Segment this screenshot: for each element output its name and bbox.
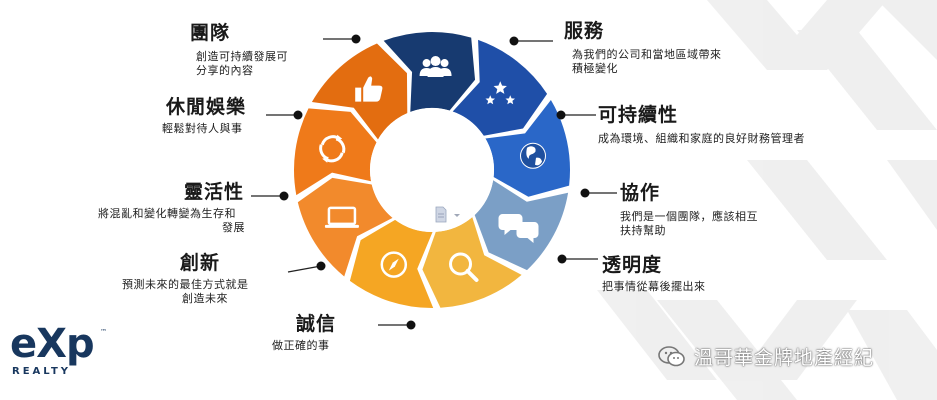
label-fun-title: 休閒娛樂 (166, 96, 247, 118)
background-x-pattern (597, 0, 937, 400)
segment-transparency (422, 217, 522, 308)
label-collaboration-desc-2: 扶持幫助 (620, 224, 666, 237)
compass-icon (380, 251, 408, 278)
label-sustainability: 可持續性 成為環境、組織和家庭的良好財務管理者 (598, 104, 868, 146)
globe-icon (520, 142, 547, 169)
chat-bubbles-icon (498, 214, 539, 244)
label-agility-title: 靈活性 (184, 181, 245, 203)
leader-service (509, 36, 553, 46)
wheel-center (370, 108, 494, 232)
label-sustainability-title: 可持續性 (598, 104, 679, 126)
wheel-icons (319, 56, 547, 283)
label-agility-desc-1: 將混亂和變化轉變為生存和 (98, 207, 236, 220)
segment-agility (293, 108, 377, 196)
label-agility-desc-2: 發展 (222, 221, 245, 234)
leader-agility (251, 191, 289, 201)
watermark-text: 溫哥華金牌地產經紀 (694, 347, 875, 369)
label-transparency-title: 透明度 (602, 254, 663, 276)
document-icon (435, 206, 460, 223)
label-team: 團隊 創造可持續發展可 分享的內容 (150, 22, 315, 78)
label-transparency: 透明度 把事情從幕後擺出來 (602, 254, 802, 294)
laptop-icon (324, 206, 359, 228)
label-fun: 休閒娛樂 輕鬆對待人與事 (150, 96, 290, 136)
exp-realty-logo: eXp ™ REALTY (10, 324, 110, 384)
leader-integrity (378, 320, 416, 330)
label-sustainability-desc-1: 成為環境、組織和家庭的良好財務管理者 (598, 132, 805, 145)
label-integrity-desc-1: 做正確的事 (272, 339, 330, 352)
segment-integrity (349, 219, 434, 308)
label-service-title: 服務 (564, 20, 605, 42)
watermark: 溫哥華金牌地產經紀 (658, 343, 874, 370)
label-collaboration: 協作 我們是一個團隊，應該相互 扶持幫助 (620, 182, 820, 238)
logo-tm: ™ (100, 328, 107, 336)
label-service-desc-1: 為我們的公司和當地區域帶來 (572, 48, 722, 61)
label-collaboration-title: 協作 (620, 182, 661, 204)
leader-fun (266, 110, 303, 120)
label-team-desc-1: 創造可持續發展可 (196, 50, 288, 63)
stars-icon (485, 81, 516, 105)
label-transparency-desc-1: 把事情從幕後擺出來 (602, 280, 706, 293)
people-icon (419, 56, 452, 78)
label-integrity-title: 誠信 (296, 313, 337, 335)
label-innovation-title: 創新 (180, 252, 221, 274)
label-team-title: 團隊 (190, 22, 231, 44)
leader-lines (251, 34, 617, 330)
leader-sustainability (556, 110, 596, 120)
wechat-icon (658, 345, 685, 366)
label-collaboration-desc-1: 我們是一個團隊，應該相互 (620, 210, 758, 223)
leader-innovation (287, 261, 326, 273)
leader-team (323, 34, 361, 44)
label-service: 服務 為我們的公司和當地區域帶來 積極變化 (564, 20, 764, 76)
label-innovation-desc-1: 預測未來的最佳方式就是 (122, 278, 249, 291)
thumbs-up-icon (355, 76, 383, 102)
leader-transparency (557, 254, 598, 264)
label-innovation: 創新 預測未來的最佳方式就是 創造未來 (100, 252, 280, 306)
label-service-desc-2: 積極變化 (572, 62, 618, 75)
logo-realty: REALTY (12, 366, 72, 377)
label-innovation-desc-2: 創造未來 (182, 292, 228, 305)
label-agility: 靈活性 將混亂和變化轉變為生存和 發展 (84, 181, 264, 235)
logo-mark: eXp (10, 321, 95, 367)
label-fun-desc-1: 輕鬆對待人與事 (162, 122, 243, 135)
magnifier-icon (449, 252, 479, 283)
label-team-desc-2: 分享的內容 (196, 64, 254, 77)
cycle-arrows-icon (319, 134, 346, 163)
label-integrity: 誠信 做正確的事 (250, 313, 370, 353)
leader-collaboration (580, 188, 617, 198)
